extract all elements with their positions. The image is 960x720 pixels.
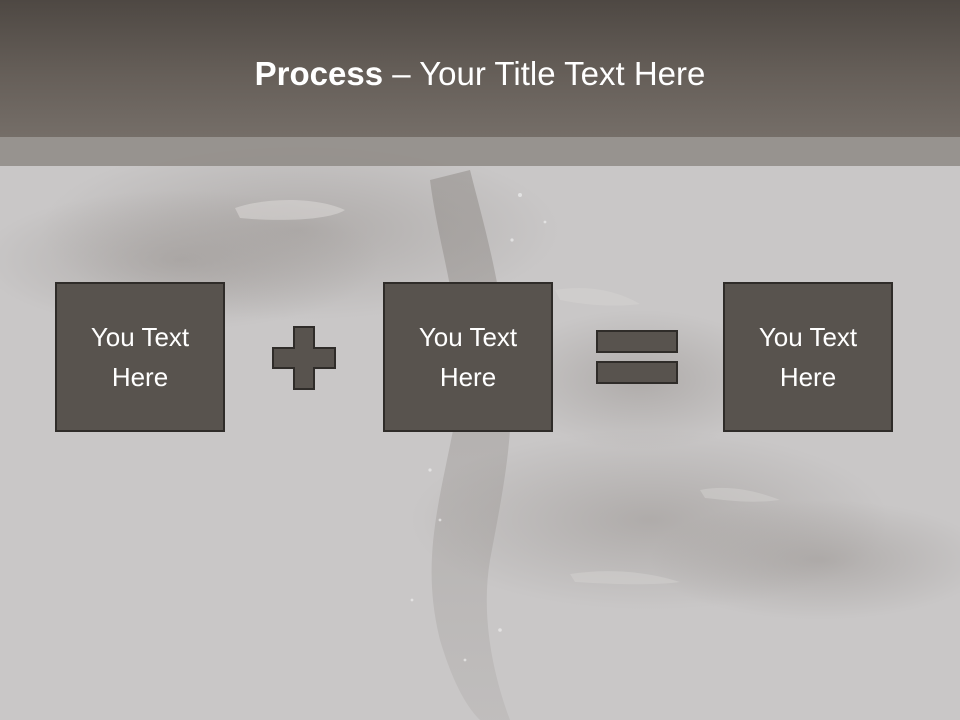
slide-title-rest: – Your Title Text Here	[383, 55, 706, 92]
process-step-3: You Text Here	[723, 282, 893, 432]
plus-icon	[272, 326, 336, 390]
title-accent-strip	[0, 137, 960, 166]
slide-title-bold: Process	[254, 55, 384, 92]
slide-title: Process – Your Title Text Here	[0, 52, 960, 96]
process-step-1: You Text Here	[55, 282, 225, 432]
equals-icon	[596, 330, 678, 384]
process-step-2: You Text Here	[383, 282, 553, 432]
title-bar	[0, 0, 960, 137]
process-step-2-text: You Text Here	[418, 322, 518, 392]
process-step-1-text: You Text Here	[90, 322, 190, 392]
process-step-3-text: You Text Here	[758, 322, 858, 392]
